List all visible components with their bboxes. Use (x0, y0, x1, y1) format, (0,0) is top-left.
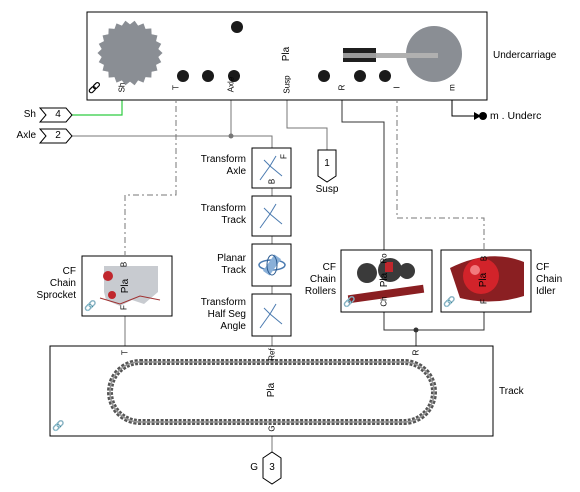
susp-connection[interactable] (286, 92, 328, 150)
outport-susp-number: 1 (324, 158, 330, 169)
idler-icon (450, 256, 524, 302)
undercarriage-wheels-icon (177, 21, 391, 82)
frame-port-f: F (279, 154, 289, 159)
undercarriage-port-axle: Axle (226, 76, 236, 93)
inport-axle-label: Axle (16, 130, 36, 141)
undercarriage-port-susp: Susp (282, 75, 292, 94)
track-center-text: Pla (266, 382, 277, 398)
rollers-center-text: Pla (379, 272, 390, 288)
track-label: Track (499, 386, 524, 397)
transform-half-seg-block[interactable] (251, 293, 292, 337)
sprocket-shape-icon (104, 266, 158, 306)
sprocket-block[interactable] (81, 255, 173, 317)
sprocket-center-text: Pla (120, 278, 131, 294)
idler-port-f: F (479, 299, 489, 304)
frame-transform-icon (259, 203, 283, 229)
t-sprocket-connection[interactable] (124, 92, 177, 255)
link-icon: 🔗 (443, 297, 456, 308)
inport-sh-label: Sh (23, 109, 36, 120)
undercarriage-block[interactable] (86, 11, 488, 101)
track-port-r: R (411, 349, 421, 356)
rollers-port-ro: Ro (379, 253, 389, 264)
transform-axle-block[interactable] (251, 147, 292, 189)
transform-track-block[interactable] (251, 195, 292, 237)
outport-susp-label: Susp (315, 184, 339, 195)
link-icon: 🔗 (52, 421, 65, 432)
frame-port-b: B (267, 178, 277, 185)
idler-port-b: B (479, 255, 489, 262)
undercarriage-center-text: Pla (281, 46, 292, 62)
rollers-junction (413, 327, 419, 333)
planar-track-block[interactable] (251, 243, 292, 287)
sprocket-port-b: B (119, 261, 129, 268)
undercarriage-gear-icon (96, 19, 164, 87)
outport-susp[interactable] (317, 149, 337, 183)
inport-axle[interactable] (38, 128, 73, 144)
link-icon: 🔗 (84, 301, 97, 312)
undercarriage-port-m: m (447, 84, 457, 91)
link-icon: 🔗 (343, 297, 356, 308)
idler-center-text: Pla (478, 272, 489, 288)
outport-g[interactable] (262, 451, 282, 485)
r-rollers-connection[interactable] (341, 92, 385, 250)
planar-joint-icon (258, 254, 286, 276)
undercarriage-label: Undercarriage (493, 50, 557, 61)
link-icon (88, 81, 101, 94)
rollers-icon (347, 258, 425, 304)
undercarriage-port-i: I (392, 86, 402, 89)
sprocket-port-f: F (119, 305, 129, 310)
track-port-t: T (120, 350, 130, 355)
frame-transform-icon (259, 303, 283, 329)
outport-g-label: G (250, 462, 258, 473)
idler-block[interactable] (440, 249, 532, 313)
axle-junction (228, 133, 234, 139)
track-block[interactable] (49, 345, 494, 437)
track-port-ref: Ref (267, 348, 277, 361)
outport-g-number: 3 (269, 462, 275, 473)
rollers-idler-track-connection[interactable] (383, 312, 485, 331)
rollers-port-ch: Ch (379, 296, 389, 307)
i-idler-connection[interactable] (396, 92, 485, 250)
inport-sh[interactable] (38, 107, 73, 123)
track-port-g: G (267, 425, 277, 432)
inport-axle-number: 2 (55, 130, 61, 141)
undercarriage-port-sh: Sh (117, 82, 127, 93)
goto-tag-label: m . Underc (490, 110, 542, 122)
connection-lines (72, 92, 485, 455)
frame-transform-icon (259, 155, 283, 181)
axle-to-transform[interactable] (231, 135, 273, 148)
inport-sh-number: 4 (55, 109, 61, 120)
rollers-block[interactable] (340, 249, 433, 313)
undercarriage-port-t: T (171, 85, 181, 90)
goto-marker[interactable] (474, 112, 487, 120)
undercarriage-port-r: R (337, 84, 347, 91)
